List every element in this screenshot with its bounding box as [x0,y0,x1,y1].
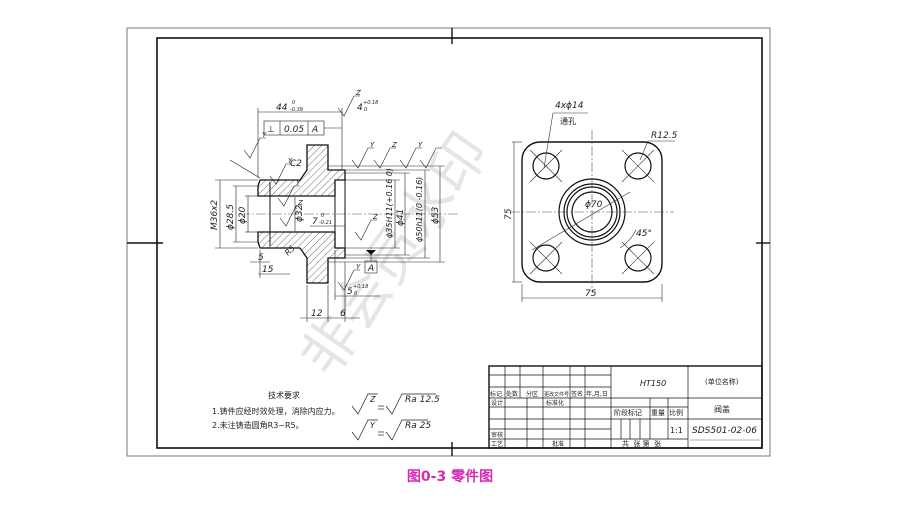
roughness-label: Z [297,199,303,207]
label-weight: 重量 [651,409,665,417]
label-design: 设计 [491,399,503,407]
perpendicularity-value: 0.05 [284,125,304,135]
roughness-y-value: Ra 25 [405,421,431,431]
sheet-border [126,27,771,457]
label-stage-mark: 阶段标记 [614,408,642,417]
dim-15: 15 [262,265,274,275]
dim-d32: ϕ32 [295,204,305,222]
dim-12: 12 [311,309,323,319]
dim-thread: M36x2 [210,199,220,230]
scale-value: 1:1 [670,426,683,435]
perpendicularity-symbol: ⊥ [267,125,275,135]
height-75: 75 [504,208,514,220]
dim-5: 5 [258,253,264,263]
roughness-label: Z [391,141,397,149]
width-75: 75 [585,289,597,299]
part-name: 阀盖 [714,404,730,414]
header-date: 年,月,日 [586,390,608,398]
header-mark: 标记 [490,390,502,398]
dim-7-tol-upper: 0 [321,213,324,219]
roughness-label: Y [370,141,375,149]
dim-44-tol-lower: -0.39 [290,107,303,113]
dim-d20: ϕ20 [238,206,248,224]
roughness-z: Z [369,395,376,404]
unit-name: (单位名称) [705,377,739,386]
bolt-circle: ϕ70 [585,200,603,210]
roughness-label: Z [372,213,378,221]
roughness-z-value: Ra 12.5 [405,395,440,405]
roughness-label: Y [288,157,293,165]
label-review: 审核 [491,431,503,439]
front-view: 44 0 -0.39 4 +0.18 0 ⊥ 0.05 A C2 M36x2 ϕ… [210,89,460,322]
roughness-label: Y [262,131,267,139]
dim-4-tol-upper: +0.18 [363,100,378,106]
dim-5b: 5 [347,287,353,297]
chamfer-c2: C2 [290,159,302,169]
material: HT150 [640,379,666,388]
header-count: 处数 [506,390,518,398]
roughness-label: Z [355,89,361,97]
title-block: 标记 处数 分区 更改文件号 签名 年,月,日 设计 标准化 审核 工艺 批准 … [488,365,763,449]
dim-5b-tol-lower: 0 [354,291,357,297]
corner-radius: R12.5 [651,131,678,141]
dim-4-tol-lower: 0 [364,107,367,113]
datum-a: A [367,264,374,274]
dim-7-tol-lower: -0.21 [319,220,332,226]
roughness-y: Y [370,421,376,430]
angle: 45° [636,229,652,239]
dim-6: 6 [340,309,346,319]
dim-d41: ϕ41 [396,209,406,226]
header-sign: 签名 [571,390,583,398]
label-process: 工艺 [491,440,503,448]
drawing-number: SDS501-02-06 [692,426,757,436]
holes-through: 通孔 [560,116,576,126]
tech-item: 1.铸件应经时效处理，消除内应力。 [212,406,340,416]
label-scale: 比例 [669,408,683,417]
dim-7: 7 [312,217,318,227]
dim-d28-5: ϕ28.5 [226,204,236,230]
dim-44: 44 [276,103,288,113]
label-standardize: 标准化 [546,399,564,407]
tech-item: 2.未注铸造圆角R3~R5。 [212,420,304,430]
dim-d53: ϕ53 [431,206,441,224]
roughness-label: Y [356,263,361,271]
figure-caption: 图0-3 零件图 [406,469,494,485]
roughness-label: Y [296,179,301,187]
roughness-label: Y [418,141,423,149]
header-zone: 分区 [526,390,538,398]
side-view: 4xϕ14 通孔 R12.5 ϕ70 45° 75 75 [504,101,678,302]
header-change-no: 更改文件号 [544,391,569,398]
dim-4: 4 [357,103,363,113]
holes-note: 4xϕ14 [555,101,584,111]
dim-d50: ϕ50h11(0 -0.16) [415,177,424,242]
centering-marks [127,28,770,456]
sheets: 共 张 第 张 [622,439,661,448]
label-approve: 批准 [552,440,564,448]
dim-5b-tol-upper: +0.18 [353,284,368,290]
tech-requirements: 技术要求 1.铸件应经时效处理，消除内应力。 2.未注铸造圆角R3~R5。 Z … [212,390,440,441]
tech-title: 技术要求 [268,390,300,400]
dim-44-tol-upper: 0 [292,100,295,106]
dim-d35: ϕ35H11(+0.16 0) [385,168,394,238]
perpendicularity-datum: A [311,125,318,135]
